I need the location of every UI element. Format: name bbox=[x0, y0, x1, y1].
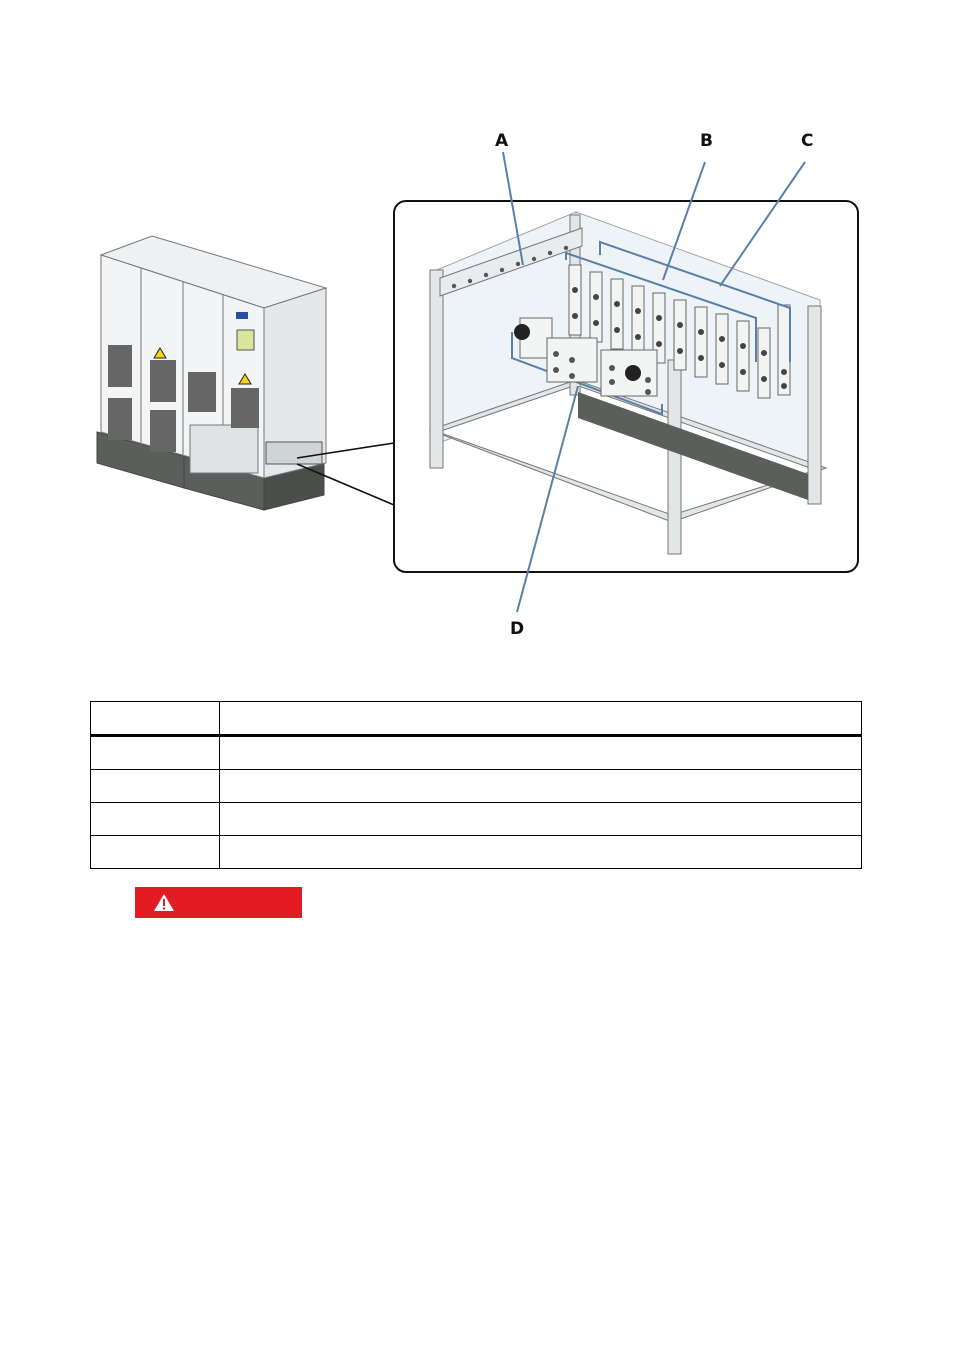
legend-cell-position bbox=[90, 769, 220, 803]
callout-label-a: A bbox=[495, 131, 509, 151]
legend-cell-position bbox=[90, 735, 220, 770]
table-row bbox=[90, 802, 862, 836]
inverter-busbar-figure bbox=[96, 151, 859, 613]
callout-label-b: B bbox=[700, 131, 713, 151]
zoom-pointer-lines bbox=[296, 442, 395, 506]
legend-header-position bbox=[90, 701, 220, 737]
legend-cell-position bbox=[90, 802, 220, 836]
legend-cell-designation bbox=[219, 802, 862, 836]
legend-table-header-row bbox=[90, 701, 862, 737]
busbar-rack bbox=[428, 211, 828, 555]
callout-label-c: C bbox=[801, 131, 814, 151]
danger-banner bbox=[135, 887, 302, 918]
legend-cell-position bbox=[90, 835, 220, 869]
table-row bbox=[90, 735, 862, 770]
inverter-cabinet bbox=[96, 235, 328, 511]
callout-label-d: D bbox=[510, 619, 525, 639]
legend-header-designation bbox=[219, 701, 862, 737]
legend-table bbox=[90, 701, 862, 869]
legend-cell-designation bbox=[219, 735, 862, 770]
table-row bbox=[90, 835, 862, 869]
table-row bbox=[90, 769, 862, 803]
callout-leaders bbox=[502, 151, 806, 613]
warning-triangle-icon bbox=[153, 893, 175, 912]
legend-cell-designation bbox=[219, 769, 862, 803]
legend-cell-designation bbox=[219, 835, 862, 869]
